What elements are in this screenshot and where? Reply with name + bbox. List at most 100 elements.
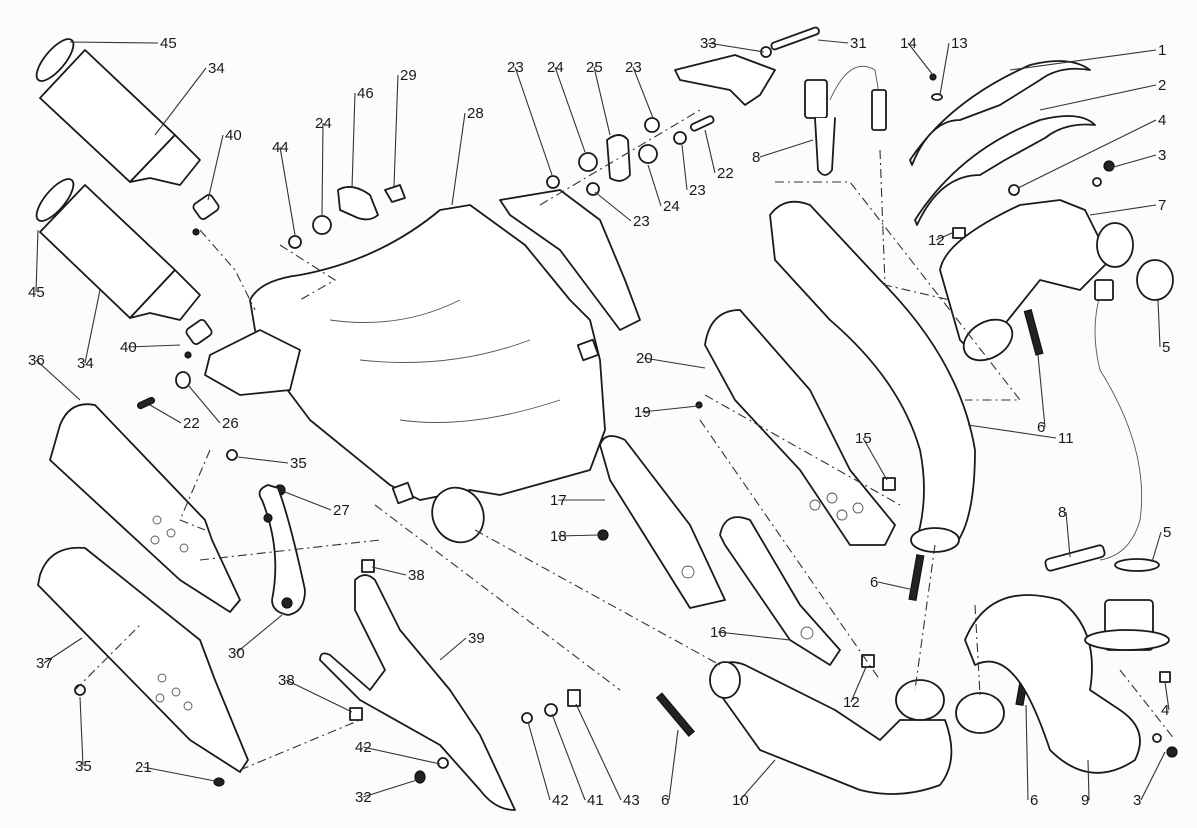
small-fasteners-left	[74, 371, 286, 787]
callout-number: 3	[1133, 792, 1141, 809]
callout-number: 20	[636, 350, 653, 367]
callout-leader-line	[127, 344, 181, 348]
callout-leader-line	[717, 631, 791, 641]
callout-leader-line	[647, 164, 662, 207]
callout-41: 41	[551, 713, 604, 809]
callout-8: 8	[1058, 504, 1071, 558]
callout-9: 9	[1081, 759, 1090, 809]
callout-number: 40	[225, 127, 242, 144]
callout-number: 13	[951, 35, 968, 52]
callout-leader-line	[285, 679, 353, 713]
callout-number: 15	[855, 430, 872, 447]
callout-number: 41	[587, 792, 604, 809]
callout-leader-line	[187, 384, 221, 424]
callout-34: 34	[77, 289, 101, 372]
callout-6: 6	[1037, 354, 1046, 436]
callout-4: 4	[1161, 681, 1170, 719]
callout-1: 1	[1009, 42, 1166, 71]
callout-number: 10	[732, 792, 749, 809]
callout-number: 23	[507, 59, 524, 76]
callout-leader-line	[393, 74, 399, 187]
callout-number: 32	[355, 789, 372, 806]
callout-number: 38	[278, 672, 295, 689]
pipe-10	[709, 661, 1005, 795]
callout-leader-line	[877, 581, 915, 591]
callout-leader-line	[514, 66, 553, 176]
bracket-30	[258, 484, 306, 616]
callout-leader-line	[739, 759, 776, 801]
callout-3: 3	[1109, 147, 1166, 169]
callout-leader-line	[1164, 681, 1170, 711]
callout-number: 2	[1158, 77, 1166, 94]
callout-leader-line	[1009, 49, 1157, 71]
heat-guard-36	[49, 403, 241, 613]
callout-35: 35	[237, 455, 307, 472]
callout-number: 6	[1030, 792, 1038, 809]
callout-40: 40	[120, 339, 181, 356]
callout-number: 28	[467, 105, 484, 122]
callout-36: 36	[28, 352, 81, 401]
callout-number: 36	[28, 352, 45, 369]
heat-guard-37	[37, 546, 249, 773]
callout-leader-line	[451, 112, 466, 206]
callout-number: 26	[222, 415, 239, 432]
callout-leader-line	[43, 637, 83, 664]
callout-12: 12	[928, 232, 953, 249]
callout-number: 42	[552, 792, 569, 809]
callout-10: 10	[732, 759, 776, 809]
callout-number: 43	[623, 792, 640, 809]
callout-number: 6	[661, 792, 669, 809]
clamp-bracket-top	[674, 26, 820, 106]
callout-number: 12	[928, 232, 945, 249]
assembly-lines	[74, 109, 1176, 771]
callout-2: 2	[1039, 77, 1166, 111]
callout-22: 22	[149, 404, 200, 432]
end-cap-40-upper	[192, 193, 220, 236]
callout-number: 33	[700, 35, 717, 52]
callout-number: 3	[1158, 147, 1166, 164]
lambda-sensor-lower	[1044, 279, 1143, 572]
callout-16: 16	[710, 624, 791, 641]
callout-23: 23	[594, 191, 650, 230]
callout-leader-line	[527, 721, 551, 801]
callout-leader-line	[207, 134, 224, 201]
callout-leader-line	[935, 232, 953, 241]
callout-42: 42	[527, 721, 569, 809]
callout-number: 35	[75, 758, 92, 775]
callout-33: 33	[700, 35, 765, 53]
callout-23: 23	[507, 59, 553, 176]
callout-leader-line	[668, 729, 679, 801]
callout-number: 24	[663, 198, 680, 215]
callout-42: 42	[355, 739, 441, 765]
callout-leader-line	[84, 289, 101, 364]
callout-leader-line	[237, 456, 289, 464]
callout-23: 23	[681, 144, 706, 199]
callout-leader-line	[235, 614, 283, 654]
callout-leader-line	[594, 191, 632, 222]
callout-leader-line	[439, 637, 467, 661]
callout-number: 30	[228, 645, 245, 662]
callout-44: 44	[272, 139, 296, 236]
callout-number: 24	[315, 115, 332, 132]
callout-19: 19	[634, 404, 699, 421]
callout-number: 35	[290, 455, 307, 472]
callout-number: 45	[160, 35, 177, 52]
callout-number: 34	[77, 355, 94, 372]
callout-leader-line	[681, 144, 688, 191]
callout-leader-line	[1109, 154, 1157, 169]
callout-25: 25	[586, 59, 611, 136]
callout-number: 12	[843, 694, 860, 711]
callout-number: 9	[1081, 792, 1089, 809]
callout-34: 34	[154, 60, 225, 136]
callout-number: 4	[1161, 702, 1169, 719]
pipe-9	[964, 558, 1178, 774]
callout-12: 12	[843, 666, 867, 711]
callout-45: 45	[28, 229, 45, 301]
bracket-39	[319, 559, 581, 811]
callout-7: 7	[1089, 197, 1166, 216]
callout-number: 24	[547, 59, 564, 76]
callout-leader-line	[967, 424, 1057, 439]
callout-38: 38	[371, 566, 425, 584]
mount-hardware-left	[288, 184, 406, 249]
